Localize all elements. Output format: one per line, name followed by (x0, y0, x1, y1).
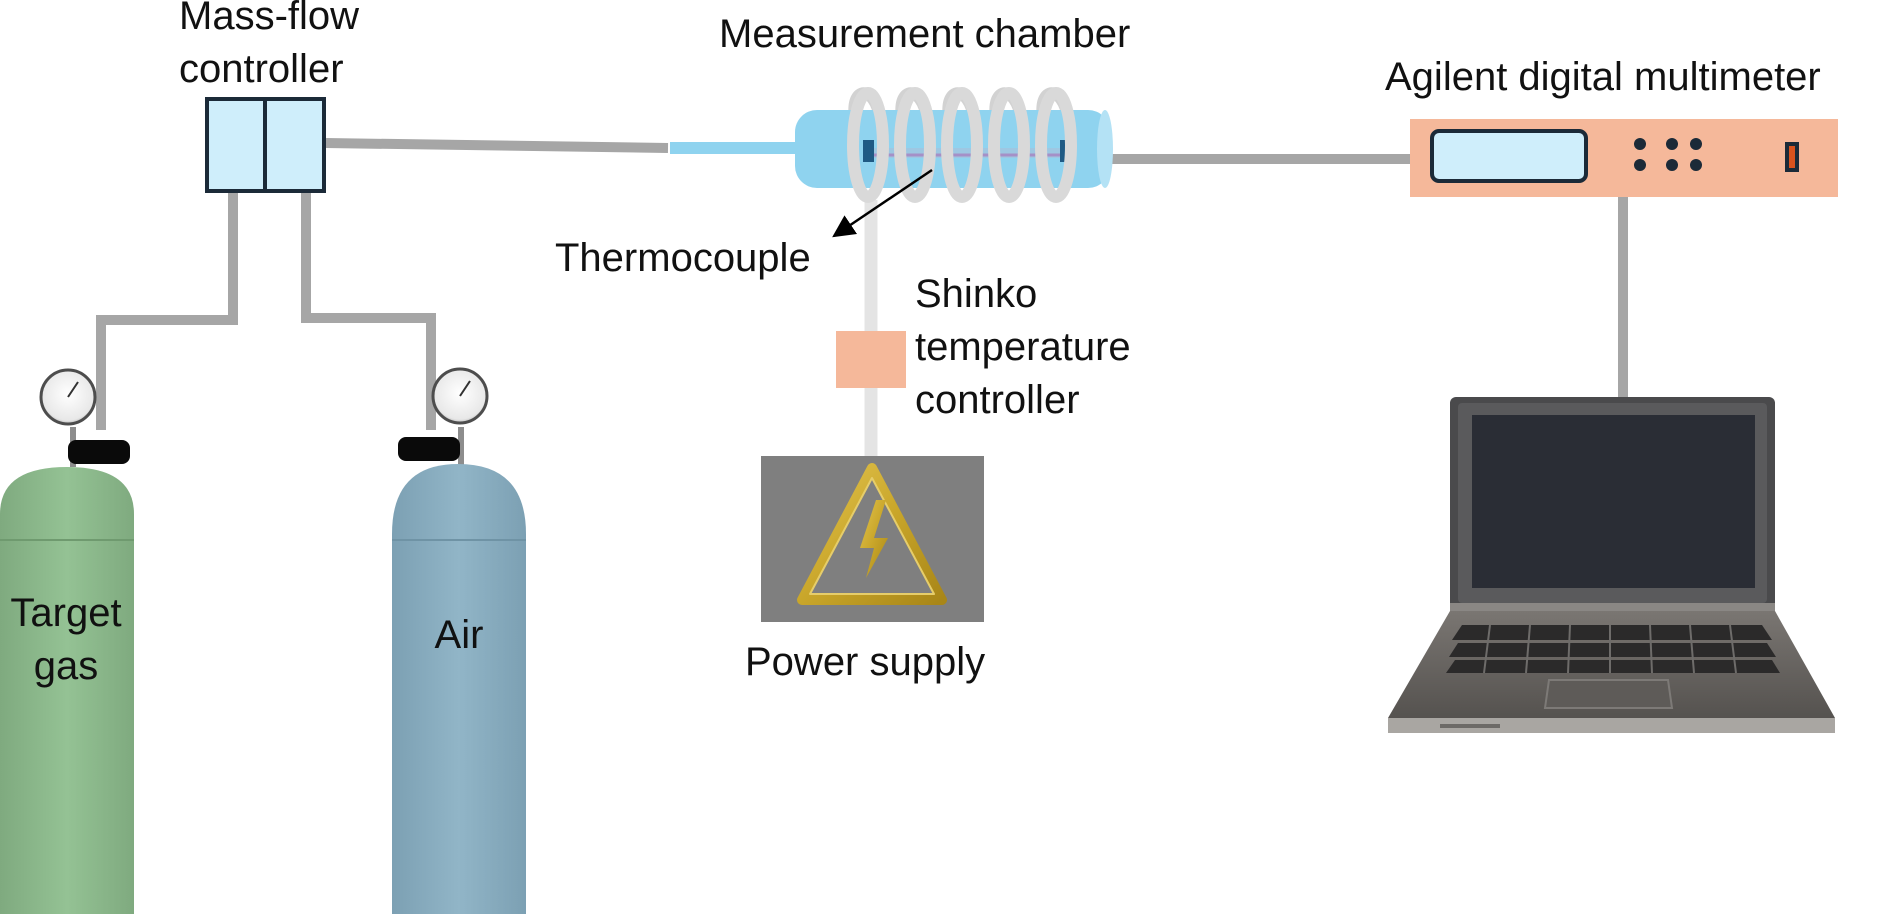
mass-flow-controller-label-line1: Mass-flow (179, 0, 360, 38)
agilent-multimeter (1410, 119, 1838, 197)
mass-flow-controller (205, 97, 326, 193)
measurement-chamber-label: Measurement chamber (719, 12, 1131, 56)
laptop-icon (1388, 397, 1835, 733)
high-voltage-warning-icon (797, 463, 947, 605)
target-gas-label-line1: Target (10, 591, 122, 635)
power-supply-label: Power supply (745, 640, 986, 684)
measurement-chamber (795, 87, 1113, 203)
mfc-to-chamber-pipe (325, 138, 669, 153)
multimeter-label: Agilent digital multimeter (1385, 55, 1821, 99)
temperature-controller-label-line3: controller (915, 378, 1080, 422)
air-cylinder (392, 367, 526, 914)
target-gas-label-line2: gas (33, 644, 99, 688)
air-line (301, 192, 436, 430)
thermocouple-label: Thermocouple (555, 236, 811, 280)
mass-flow-controller-label-line2: controller (179, 47, 344, 91)
temperature-controller-box (836, 331, 906, 388)
air-label: Air (434, 613, 484, 657)
temperature-controller-label-line1: Shinko (915, 272, 1038, 316)
target-gas-label: Target gas (4, 587, 128, 693)
gas-lines (96, 138, 1628, 430)
thermocouple-pointer-arrow (832, 168, 933, 238)
target-gas-line (96, 192, 238, 430)
temperature-controller-label: Shinko temperature controller (915, 268, 1131, 427)
mass-flow-controller-label: Mass-flow controller (179, 0, 359, 96)
target-gas-cylinder (0, 368, 134, 914)
multimeter-display (1430, 129, 1588, 183)
temperature-controller-label-line2: temperature (915, 325, 1131, 369)
power-supply (761, 456, 984, 622)
